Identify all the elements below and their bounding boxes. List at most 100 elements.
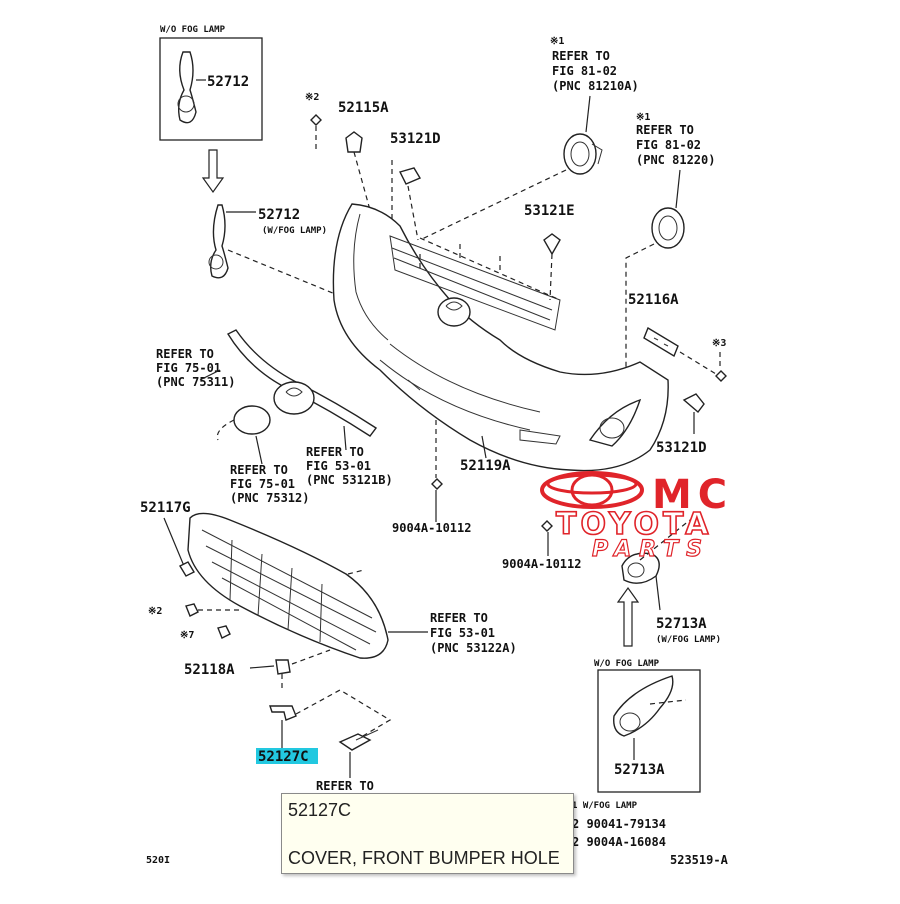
- part-52117G[interactable]: 52117G: [140, 500, 191, 516]
- clip-53121E-icon[interactable]: [543, 233, 561, 256]
- clip-52118A-icon[interactable]: [275, 659, 291, 675]
- watermark-brand-l3: PARTS: [592, 537, 710, 562]
- clip-52117G-icon[interactable]: [179, 561, 195, 577]
- legend-line-1: 1 W/FOG LAMP: [572, 801, 638, 811]
- fog-lamp-81210A: ※1 REFER TO FIG 81-02 (PNC 81210A): [419, 36, 639, 241]
- bracket-52116A-icon[interactable]: [643, 326, 679, 358]
- screw-9004A-10112-a: 9004A-10112: [392, 420, 471, 535]
- part-53121D-top[interactable]: 53121D: [390, 131, 441, 147]
- tooltip-part-number: 52127C: [288, 800, 352, 820]
- part-52119A[interactable]: 52119A: [460, 458, 511, 474]
- clip-52115A-group: ※2 52115A 53121D: [305, 92, 441, 241]
- fog-cover-52713A: 52713A (W/FOG LAMP): [616, 519, 721, 647]
- emblem-75312-icon[interactable]: [233, 405, 271, 435]
- part-52127C[interactable]: 52127C: [258, 749, 309, 765]
- lower-grille-icon[interactable]: [187, 512, 389, 659]
- page-code: 520I: [146, 855, 170, 866]
- note-3: ※3: [712, 338, 726, 349]
- legend: 1 W/FOG LAMP 2 90041-79134 2 9004A-16084: [572, 801, 666, 849]
- label-wo-fog-lamp-bottom: W/O FOG LAMP: [594, 659, 660, 669]
- clip-53121D-right-group: 53121D: [656, 393, 707, 456]
- clip-53121D-right-icon[interactable]: [682, 393, 705, 414]
- bracket-52712-with-fog: 52712 (W/FOG LAMP): [208, 204, 341, 297]
- part-52712-top[interactable]: 52712: [207, 74, 249, 90]
- fog-lamp-right-icon[interactable]: [651, 207, 685, 249]
- wo-fog-lamp-box-bottom: W/O FOG LAMP 52713A: [594, 659, 701, 793]
- front-bumper-cover-52119A[interactable]: [332, 203, 669, 472]
- part-53121E[interactable]: 53121E: [524, 203, 575, 219]
- bracket-52712-fog-icon[interactable]: [209, 204, 229, 279]
- note-2-left: ※2: [148, 606, 162, 617]
- ref-81a-l2: FIG 81-02: [552, 64, 617, 78]
- clip-note3-icon[interactable]: [715, 370, 727, 382]
- watermark-brand-l2: TOYOTA: [556, 507, 712, 542]
- part-52713A-box[interactable]: 52713A: [614, 762, 665, 778]
- tooltip-description: COVER, FRONT BUMPER HOLE: [288, 848, 560, 868]
- ref-53a-l1: REFER TO: [306, 445, 364, 459]
- toyota-logo-icon: [540, 471, 644, 509]
- ref-53b-l3: (PNC 53122A): [430, 641, 517, 655]
- part-tooltip: 52127C COVER, FRONT BUMPER HOLE: [281, 793, 574, 874]
- ref-75a-l1: REFER TO: [156, 347, 214, 361]
- part-52127C-highlight[interactable]: [256, 748, 318, 764]
- ref-81b-l3: (PNC 81220): [636, 153, 715, 167]
- ref-75a-l2: FIG 75-01: [156, 361, 221, 375]
- clip-53121D-top-icon[interactable]: [398, 167, 422, 185]
- label-wo-fog-lamp-top: W/O FOG LAMP: [160, 25, 226, 35]
- ref-81a-l3: (PNC 81210A): [552, 79, 639, 93]
- clips-left: ※2 ※7: [148, 603, 240, 641]
- cover-52127C-group: 52127C REFER TO: [256, 689, 392, 793]
- bracket-52116A-group: 52116A ※3: [628, 292, 727, 382]
- screw-a-icon[interactable]: [431, 478, 443, 490]
- part-52713A-mid[interactable]: 52713A: [656, 616, 707, 632]
- figure-code: 523519-A: [670, 853, 729, 867]
- clip-note7-left-icon[interactable]: [217, 625, 231, 639]
- bolt-icon[interactable]: [338, 733, 372, 751]
- ref-53b-l2: FIG 53-01: [430, 626, 495, 640]
- screw-b-icon[interactable]: [541, 520, 553, 532]
- ref-81b-l2: FIG 81-02: [636, 138, 701, 152]
- part-52115A[interactable]: 52115A: [338, 100, 389, 116]
- part-9004A-10112-b[interactable]: 9004A-10112: [502, 557, 581, 571]
- fog-lamp-81220: ※1 REFER TO FIG 81-02 (PNC 81220): [625, 112, 715, 420]
- ref-81b-l1: REFER TO: [636, 123, 694, 137]
- part-52712-mid[interactable]: 52712: [258, 207, 300, 223]
- lower-grille: 52117G REFER TO FIG 53-01 (PNC 53122A): [140, 500, 517, 659]
- ref-81a-l1: REFER TO: [552, 49, 610, 63]
- part-9004A-10112-a[interactable]: 9004A-10112: [392, 521, 471, 535]
- grille-molding-icon[interactable]: [227, 329, 378, 437]
- part-52118A[interactable]: 52118A: [184, 662, 235, 678]
- mc-toyota-parts-watermark: MC TOYOTA PARTS: [540, 471, 733, 563]
- part-52712-mid-sub: (W/FOG LAMP): [262, 226, 327, 236]
- note-2-top: ※2: [305, 92, 319, 103]
- fog-cover-52713A-box-icon[interactable]: [613, 675, 674, 737]
- part-53121D-right[interactable]: 53121D: [656, 440, 707, 456]
- arrow-up-icon: [616, 586, 640, 647]
- note-7-left: ※7: [180, 630, 194, 641]
- arrow-down-icon: [201, 149, 225, 194]
- legend-line-3: 2 9004A-16084: [572, 835, 666, 849]
- ref-81a-mark: ※1: [550, 36, 564, 47]
- screw-9004A-10112-b: 9004A-10112: [502, 520, 581, 571]
- part-52713A-mid-sub: (W/FOG LAMP): [656, 635, 721, 645]
- legend-line-2: 2 90041-79134: [572, 817, 666, 831]
- bracket-52712-icon[interactable]: [177, 51, 197, 124]
- cover-52127C-icon[interactable]: [269, 705, 297, 721]
- ref-bottom: REFER TO: [316, 779, 374, 793]
- ref-75b-l2: FIG 75-01: [230, 477, 295, 491]
- ref-75b-l1: REFER TO: [230, 463, 288, 477]
- wo-fog-lamp-box-top: W/O FOG LAMP 52712: [159, 25, 263, 141]
- clip-note2-left-icon[interactable]: [185, 603, 199, 617]
- ref-53a-l3: (PNC 53121B): [306, 473, 393, 487]
- watermark-brand-l1: MC: [652, 472, 733, 518]
- fog-lamp-left-icon[interactable]: [563, 133, 597, 175]
- ref-81b-mark: ※1: [636, 112, 650, 123]
- part-52116A[interactable]: 52116A: [628, 292, 679, 308]
- upper-grille-molding: REFER TO FIG 75-01 (PNC 75311) REFER TO …: [156, 329, 393, 505]
- clip-52118A-group: 52118A: [184, 649, 331, 690]
- ref-53a-l2: FIG 53-01: [306, 459, 371, 473]
- clip-52115A-icon[interactable]: [345, 131, 363, 153]
- clip-53121E-group: 53121E: [524, 203, 575, 301]
